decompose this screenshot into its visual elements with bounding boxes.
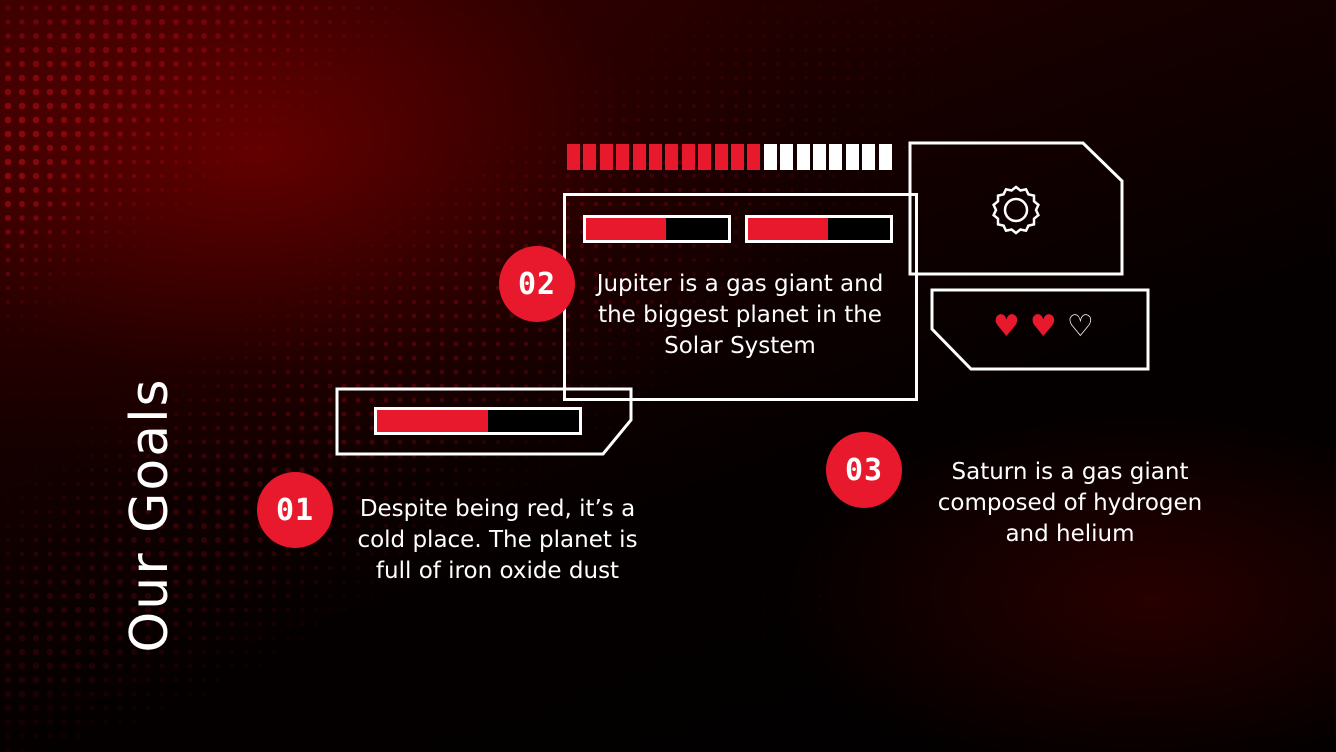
segment bbox=[649, 144, 662, 170]
segment bbox=[780, 144, 794, 170]
segment bbox=[698, 144, 712, 170]
segment bbox=[616, 144, 630, 170]
segment bbox=[845, 144, 859, 170]
hearts-panel-frame bbox=[930, 288, 1150, 371]
segment bbox=[632, 144, 646, 170]
segment bbox=[681, 144, 695, 170]
segment bbox=[829, 144, 843, 170]
segment bbox=[763, 144, 777, 170]
goal-01-panel-frame bbox=[335, 387, 633, 456]
goal-01-text: Despite being red, it’s a cold place. Th… bbox=[357, 496, 638, 584]
heart-filled-icon: ♥ bbox=[993, 309, 1020, 344]
segment bbox=[747, 144, 761, 170]
segment bbox=[665, 144, 679, 170]
goal-01-number-badge: 01 bbox=[257, 472, 333, 548]
goal-03-number-badge: 03 bbox=[826, 432, 902, 508]
segment bbox=[862, 144, 876, 170]
goal-01-progress-bar bbox=[374, 407, 582, 435]
goal-02-progress-bar-2 bbox=[745, 215, 893, 243]
segment bbox=[567, 144, 580, 170]
goal-02-number-badge: 02 bbox=[499, 246, 575, 322]
sun-gear-icon bbox=[992, 185, 1040, 235]
goal-02-progress-fill-2 bbox=[748, 218, 828, 240]
segment bbox=[599, 144, 613, 170]
segment bbox=[796, 144, 810, 170]
heart-filled-icon: ♥ bbox=[1029, 309, 1057, 344]
goal-03-text: Saturn is a gas giant composed of hydrog… bbox=[937, 459, 1203, 547]
page-title: Our Goals bbox=[120, 377, 180, 653]
hearts-rating: ♥ ♥ ♡ bbox=[993, 312, 1104, 342]
goal-02-progress-fill-1 bbox=[586, 218, 666, 240]
goal-01-progress-fill bbox=[377, 410, 489, 432]
goal-02-text: Jupiter is a gas giant and the biggest p… bbox=[596, 271, 884, 359]
segment bbox=[878, 144, 892, 170]
goal-02-progress-bar-1 bbox=[583, 215, 731, 243]
icon-panel-frame bbox=[908, 141, 1124, 276]
segment bbox=[813, 144, 826, 170]
segment bbox=[731, 144, 744, 170]
segment bbox=[583, 144, 597, 170]
heart-empty-icon: ♡ bbox=[1066, 309, 1094, 344]
segment bbox=[714, 144, 728, 170]
